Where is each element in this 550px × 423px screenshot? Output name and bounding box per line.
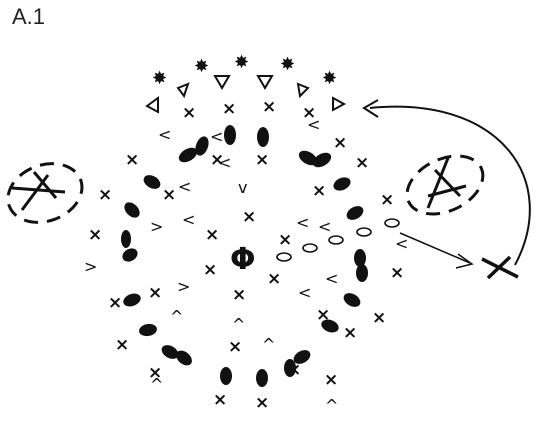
svg-text:×: × [390,263,404,283]
triangles-row [145,75,347,114]
svg-text:✸: ✸ [280,54,295,75]
svg-text:>: > [84,257,97,276]
svg-text:×: × [210,150,224,170]
svg-text:×: × [162,185,176,205]
svg-text:>: > [177,277,190,296]
svg-text:×: × [255,150,269,170]
svg-text:×: × [324,370,338,390]
svg-text:×: × [182,103,196,123]
svg-text:✸: ✸ [322,68,337,89]
open-ovals [276,218,400,262]
svg-text:×: × [203,260,217,280]
svg-text:×: × [355,153,369,173]
svg-text:<: < [307,115,320,134]
svg-text:<: < [318,217,331,236]
big-x-mark [481,255,519,280]
svg-text:×: × [255,393,269,413]
svg-text:×: × [267,269,281,289]
svg-text:<: < [158,125,171,144]
svg-text:×: × [312,181,326,201]
svg-text:^: ^ [150,375,163,394]
dark-ovals [121,125,368,387]
chart-title: A.1 [12,4,46,29]
arrow-lower-line [399,232,471,264]
svg-text:×: × [115,335,129,355]
left-dashed-loop [6,162,84,224]
svg-text:×: × [343,323,357,343]
arrow-head-top [362,99,379,118]
svg-text:×: × [148,363,162,383]
svg-text:v: v [238,178,247,197]
svg-text:×: × [205,225,219,245]
stars-row: ✸ ✸ ✸ ✸ ✸ [152,52,337,89]
arrow-head-lower [455,253,474,269]
svg-text:<: < [325,269,338,288]
svg-text:>: > [150,217,163,236]
svg-text:×: × [302,103,316,123]
svg-text:×: × [228,337,242,357]
svg-text:<: < [182,210,195,229]
svg-text:^: ^ [325,396,338,415]
center-magic-ring: Φ [230,242,256,277]
svg-text:×: × [108,293,122,313]
svg-text:×: × [213,390,227,410]
svg-text:×: × [380,190,394,210]
svg-text:<: < [178,177,191,196]
svg-text:×: × [98,185,112,205]
svg-text:^: ^ [232,315,245,334]
svg-text:×: × [232,285,246,305]
svg-text:<: < [296,213,309,232]
svg-text:^: ^ [170,307,183,326]
svg-text:<: < [210,127,223,146]
svg-text:✸: ✸ [194,56,209,77]
svg-text:×: × [372,308,386,328]
svg-text:×: × [333,133,347,153]
svg-text:×: × [262,97,276,117]
svg-text:<: < [218,153,231,172]
svg-text:×: × [148,283,162,303]
svg-text:×: × [88,225,102,245]
svg-text:×: × [222,99,236,119]
svg-text:<: < [298,283,311,302]
svg-text:×: × [278,230,292,250]
svg-text:<: < [395,234,408,253]
svg-text:^: ^ [262,335,275,354]
v-marks: < < < < v > < < < < < > > < < ^ ^ ^ ^ ^ [84,115,408,415]
right-dashed-loop [405,154,485,216]
svg-text:✸: ✸ [234,52,249,73]
svg-text:×: × [125,150,139,170]
svg-text:×: × [242,207,256,227]
svg-text:✸: ✸ [152,68,167,89]
arrow-curve [369,105,531,266]
x-crosses: ××× ××× ××× ××× ××× ××× ××× ××× ××× ××× … [88,97,404,413]
